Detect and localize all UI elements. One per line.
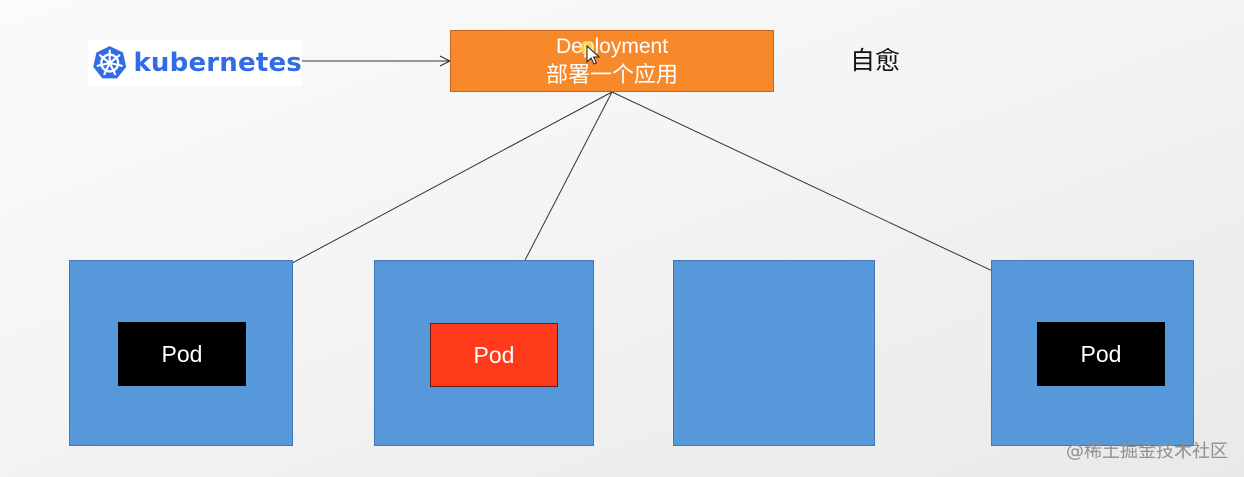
node-2: Pod bbox=[374, 260, 594, 446]
kubernetes-logo: kubernetes bbox=[88, 40, 302, 86]
pod-4: Pod bbox=[1037, 322, 1165, 386]
node-4: Pod bbox=[991, 260, 1194, 446]
mouse-pointer-icon bbox=[580, 41, 601, 65]
kubernetes-logo-text: kubernetes bbox=[133, 48, 302, 78]
pod-2-label: Pod bbox=[473, 341, 515, 368]
pod-1-label: Pod bbox=[161, 340, 203, 367]
self-healing-label: 自愈 bbox=[850, 46, 901, 75]
pod-4-label: Pod bbox=[1080, 340, 1122, 367]
pod-2-failed: Pod bbox=[430, 323, 558, 387]
node-3-empty bbox=[673, 260, 875, 446]
deployment-subtitle: 部署一个应用 bbox=[545, 63, 678, 88]
deployment-box: Deployment 部署一个应用 bbox=[450, 30, 774, 92]
deployment-title: Deployment bbox=[555, 35, 669, 58]
watermark: @稀土掘金技术社区 bbox=[1066, 441, 1228, 462]
node-1: Pod bbox=[69, 260, 293, 446]
pod-1: Pod bbox=[118, 322, 246, 386]
kubernetes-wheel-icon bbox=[93, 46, 127, 79]
